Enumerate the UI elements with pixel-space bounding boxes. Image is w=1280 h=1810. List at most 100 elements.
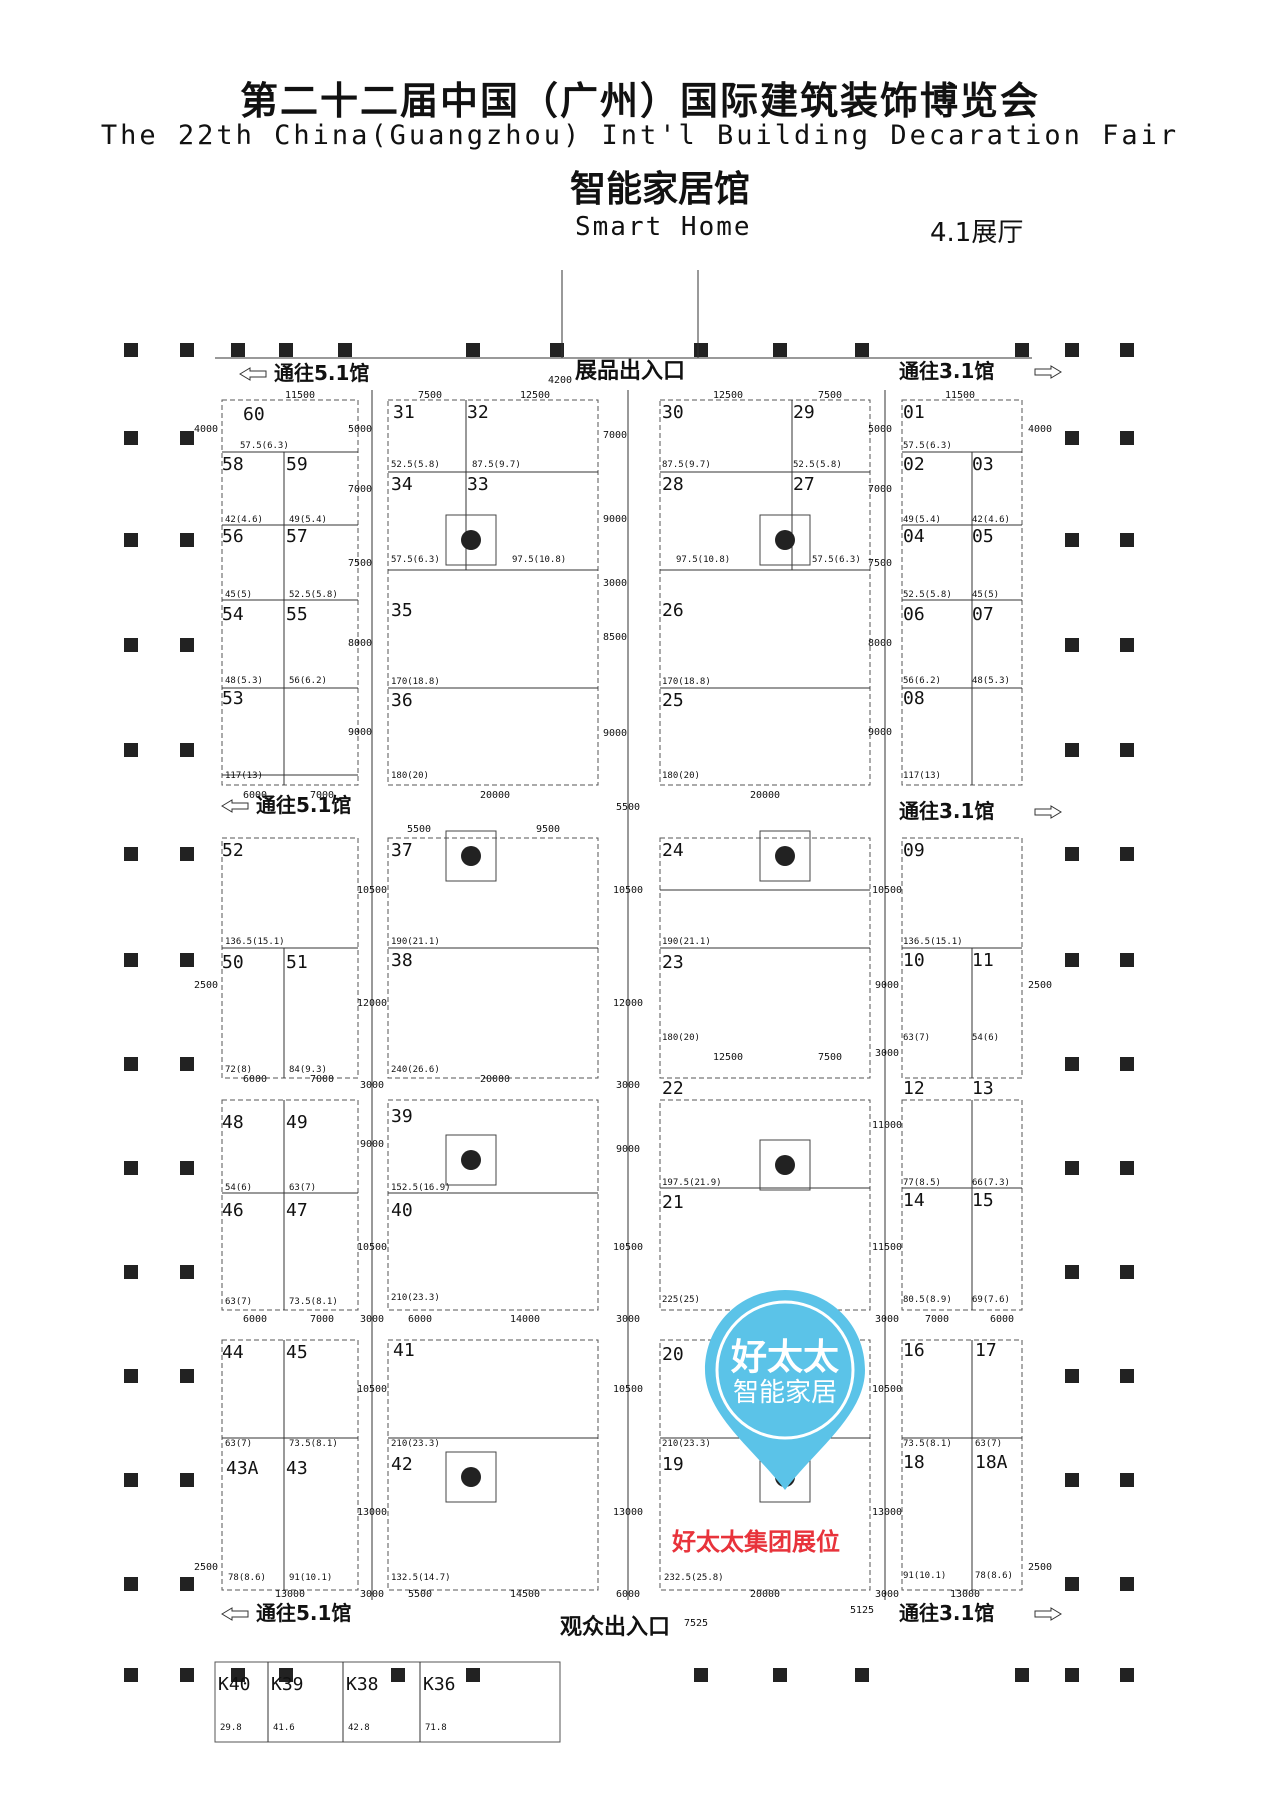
booth-area-53: 48(5.3)	[225, 676, 263, 686]
booth-number-60: 60	[243, 404, 265, 425]
column-marker	[773, 343, 787, 357]
booth-number-39: 39	[391, 1106, 413, 1127]
brand-subtitle: 智能家居	[732, 1378, 837, 1408]
column-marker	[279, 1668, 293, 1682]
column-marker	[1065, 1668, 1079, 1682]
column-marker	[124, 431, 138, 445]
arrow-right-icon	[1034, 1607, 1062, 1621]
column-marker	[1120, 431, 1134, 445]
booth-area-18a: 78(8.6)	[975, 1571, 1013, 1581]
column-marker	[180, 1668, 194, 1682]
booth-area-12: 77(8.5)	[903, 1178, 941, 1188]
booth-area-46: 63(7)	[225, 1297, 252, 1307]
booth-number-18: 18	[903, 1452, 925, 1473]
dimension-label: 3000	[360, 1589, 384, 1600]
brand-name: 好太太	[730, 1337, 839, 1378]
column-marker	[1120, 1057, 1134, 1071]
dimension-label: 7500	[818, 390, 842, 401]
dimension-label: 4000	[194, 424, 218, 435]
column-marker	[124, 1161, 138, 1175]
to-hall-31-label: 通往3.1馆	[899, 1601, 994, 1625]
booth-area-16: 73.5(8.1)	[903, 1439, 952, 1449]
dimension-label: 7000	[310, 1314, 334, 1325]
pillar-box	[759, 1139, 811, 1191]
to-hall-51-label: 通往5.1馆	[256, 793, 351, 817]
dimension-label: 5000	[868, 424, 892, 435]
booth-number-19: 19	[662, 1454, 684, 1475]
booth-number-49: 49	[286, 1112, 308, 1133]
booth-number-15: 15	[972, 1190, 994, 1211]
column-marker	[124, 343, 138, 357]
booth-number-30: 30	[662, 402, 684, 423]
dimension-label: 12000	[613, 998, 643, 1009]
column-marker	[1120, 847, 1134, 861]
dimension-label: 9000	[603, 728, 627, 739]
booth-number-06: 06	[903, 604, 925, 625]
booth-number-24: 24	[662, 840, 684, 861]
booth-area-31: 52.5(5.8)	[391, 460, 440, 470]
dimension-label: 10500	[872, 1384, 902, 1395]
booth-number-42: 42	[391, 1454, 413, 1475]
column-marker	[180, 1057, 194, 1071]
booth-area-15: 69(7.6)	[972, 1295, 1010, 1305]
dimension-label: 13000	[950, 1589, 980, 1600]
pillar-box	[445, 514, 497, 566]
booth-number-09: 09	[903, 840, 925, 861]
booth-number-50: 50	[222, 952, 244, 973]
booth-number-32: 32	[467, 402, 489, 423]
column-marker	[180, 847, 194, 861]
dimension-label: 3000	[875, 1589, 899, 1600]
dimension-label: 9500	[536, 824, 560, 835]
block-outline	[659, 1099, 871, 1311]
pillar-box	[445, 830, 497, 882]
booth-number-05: 05	[972, 526, 994, 547]
booth-number-35: 35	[391, 600, 413, 621]
column-marker	[180, 1577, 194, 1591]
booth-area-24: 190(21.1)	[662, 937, 711, 947]
pillar-icon	[775, 530, 795, 550]
to-hall-31-label: 通往3.1馆	[899, 359, 994, 383]
booth-number-22: 22	[662, 1078, 684, 1099]
booth-number-54: 54	[222, 604, 244, 625]
booth-area-18: 91(10.1)	[903, 1571, 946, 1581]
dimension-label: 7000	[310, 1074, 334, 1085]
booth-area-k40: 29.8	[220, 1723, 242, 1733]
booth-area-30: 87.5(9.7)	[662, 460, 711, 470]
booth-area-20: 210(23.3)	[662, 1439, 711, 1449]
booth-area-22: 197.5(21.9)	[662, 1178, 722, 1188]
booth-area-07: 48(5.3)	[972, 676, 1010, 686]
column-marker	[231, 343, 245, 357]
booth-number-13: 13	[972, 1078, 994, 1099]
dimension-label: 3000	[360, 1080, 384, 1091]
dimension-label: 12500	[713, 390, 743, 401]
column-marker	[180, 1473, 194, 1487]
column-marker	[1065, 431, 1079, 445]
booth-number-33: 33	[467, 474, 489, 495]
column-marker	[180, 953, 194, 967]
column-marker	[550, 343, 564, 357]
block-outline	[901, 837, 1023, 1079]
column-marker	[180, 431, 194, 445]
pillar-icon	[461, 846, 481, 866]
exhibit-entrance-label: 展品出入口	[575, 359, 685, 384]
booth-area-06: 56(6.2)	[903, 676, 941, 686]
booth-number-16: 16	[903, 1340, 925, 1361]
dimension-label: 11500	[945, 390, 975, 401]
column-marker	[391, 1668, 405, 1682]
booth-area-50: 72(8)	[225, 1065, 252, 1075]
dimension-label: 10500	[872, 885, 902, 896]
column-marker	[180, 743, 194, 757]
column-marker	[1120, 1265, 1134, 1279]
column-marker	[1120, 1161, 1134, 1175]
booth-area-52: 136.5(15.1)	[225, 937, 285, 947]
booth-area-34: 57.5(6.3)	[391, 555, 440, 565]
column-marker	[855, 343, 869, 357]
booth-number-02: 02	[903, 454, 925, 475]
dimension-label: 10500	[357, 1384, 387, 1395]
booth-number-51: 51	[286, 952, 308, 973]
booth-number-23: 23	[662, 952, 684, 973]
dimension-label: 7000	[348, 484, 372, 495]
booth-area-44: 63(7)	[225, 1439, 252, 1449]
column-marker	[1015, 343, 1029, 357]
